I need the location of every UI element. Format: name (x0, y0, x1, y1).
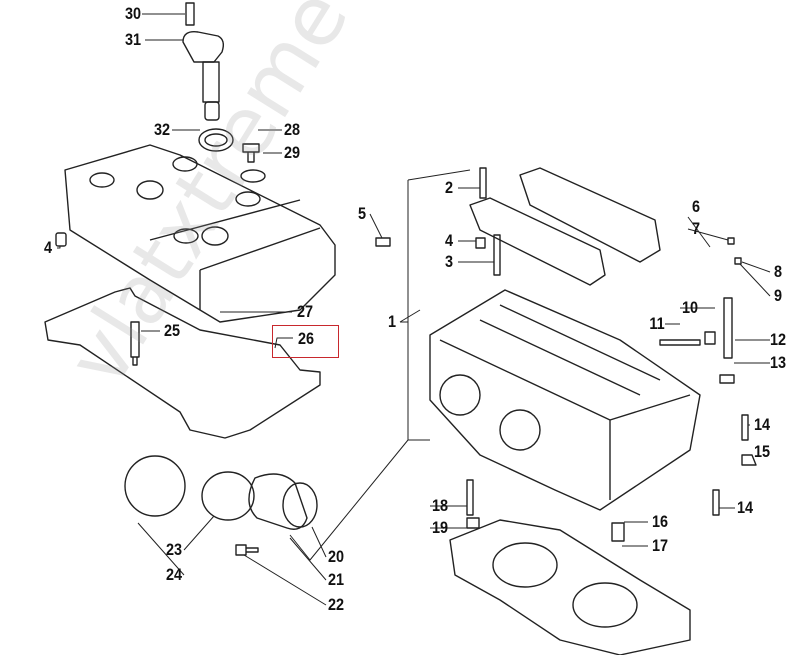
dowel-part (475, 167, 501, 276)
callout-9[interactable]: 9 (773, 286, 783, 305)
callout-26[interactable]: 26 (297, 329, 315, 348)
leader-lines (57, 13, 771, 606)
cylinder-head-part (429, 289, 701, 511)
seal-part (198, 128, 234, 152)
callout-28[interactable]: 28 (283, 120, 301, 139)
callout-1[interactable]: 1 (387, 312, 397, 331)
o-ring-part (282, 482, 318, 528)
callout-31[interactable]: 31 (124, 30, 142, 49)
hose-clamp-part (124, 455, 186, 517)
callout-11[interactable]: 11 (649, 314, 665, 333)
callout-10[interactable]: 10 (681, 298, 699, 317)
callout-16[interactable]: 16 (651, 512, 669, 531)
valve-cover-part (64, 144, 336, 323)
callout-29[interactable]: 29 (283, 143, 301, 162)
callout-17[interactable]: 17 (651, 536, 669, 555)
intake-boot-part (248, 473, 308, 530)
callout-8[interactable]: 8 (773, 262, 783, 281)
callout-25[interactable]: 25 (163, 321, 181, 340)
callout-32[interactable]: 32 (153, 120, 171, 139)
callout-27[interactable]: 27 (296, 302, 314, 321)
callout-2[interactable]: 2 (444, 178, 454, 197)
head-gasket-part (449, 519, 691, 655)
hardware-parts (659, 237, 757, 516)
callout-3[interactable]: 3 (444, 252, 454, 271)
callout-21[interactable]: 21 (327, 570, 345, 589)
cover-gasket-part (44, 287, 321, 439)
callout-7[interactable]: 7 (691, 219, 701, 238)
intake-bolt-part (235, 544, 259, 556)
dowel-part (55, 232, 67, 247)
callout-19[interactable]: 19 (431, 518, 449, 537)
callout-22[interactable]: 22 (327, 595, 345, 614)
callout-4b[interactable]: 4 (444, 231, 454, 250)
callout-18[interactable]: 18 (431, 496, 449, 515)
highlight-box (272, 325, 339, 358)
callout-6[interactable]: 6 (691, 197, 701, 216)
callout-15[interactable]: 15 (753, 442, 771, 461)
callout-30[interactable]: 30 (124, 4, 142, 23)
callout-12[interactable]: 12 (769, 330, 787, 349)
cam-sensor-part (182, 2, 225, 121)
callout-24[interactable]: 24 (165, 565, 183, 584)
washer-part (240, 169, 266, 183)
callout-13[interactable]: 13 (769, 353, 787, 372)
callout-4a[interactable]: 4 (43, 238, 53, 257)
bolt-part (242, 143, 260, 163)
fitting-part (375, 237, 391, 247)
callout-14a[interactable]: 14 (753, 415, 771, 434)
callout-20[interactable]: 20 (327, 547, 345, 566)
cam-cap-part (469, 197, 606, 286)
callout-14b[interactable]: 14 (736, 498, 754, 517)
spark-plug-part (130, 321, 140, 366)
callout-23[interactable]: 23 (165, 540, 183, 559)
callout-5[interactable]: 5 (357, 204, 367, 223)
cam-cap-part (519, 167, 661, 263)
hose-clamp-part (201, 471, 255, 521)
